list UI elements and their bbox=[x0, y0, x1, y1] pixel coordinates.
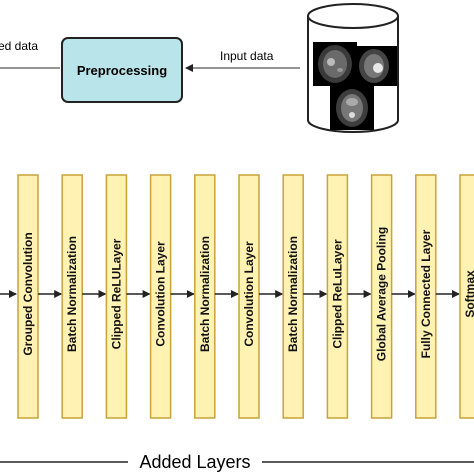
input-data-label: Input data bbox=[220, 49, 274, 63]
layer-box bbox=[326, 174, 349, 419]
layer-label: Batch Normalization bbox=[198, 236, 212, 352]
layer-box bbox=[415, 174, 437, 419]
layer-label: Grouped Convolution bbox=[21, 232, 35, 355]
layer-box bbox=[194, 174, 216, 419]
layers-stack: Grouped Convolution Batch Normalization Cl… bbox=[0, 174, 474, 419]
layer-box bbox=[105, 174, 128, 419]
layer-label: Convolution Layer bbox=[154, 241, 168, 347]
layer-label: Clipped ReLuLayer bbox=[330, 239, 344, 349]
layer-box bbox=[17, 174, 39, 419]
mri-images bbox=[313, 42, 397, 130]
output-data-label: ed data bbox=[0, 39, 38, 53]
layer-label: Batch Normalization bbox=[65, 236, 79, 352]
layer-box bbox=[370, 174, 393, 419]
layer-box bbox=[149, 174, 172, 419]
layer-box bbox=[61, 174, 83, 419]
layer-box bbox=[282, 174, 304, 419]
layer-label: Batch Normalization bbox=[286, 236, 300, 352]
layer-label: Convolution Layer bbox=[242, 241, 256, 347]
layer-label: Global Average Pooling bbox=[375, 227, 389, 361]
layer-box bbox=[459, 174, 474, 419]
layer-box bbox=[238, 174, 260, 419]
preprocessing-label: Preprocessing bbox=[77, 63, 167, 78]
layer-label: Softmax bbox=[463, 270, 474, 318]
layer-label: Fully Connected Layer bbox=[419, 229, 433, 358]
preprocessing-box bbox=[61, 37, 183, 103]
added-layers-label: Added Layers bbox=[139, 452, 250, 472]
layer-label: Clipped ReLULayer bbox=[109, 238, 123, 349]
